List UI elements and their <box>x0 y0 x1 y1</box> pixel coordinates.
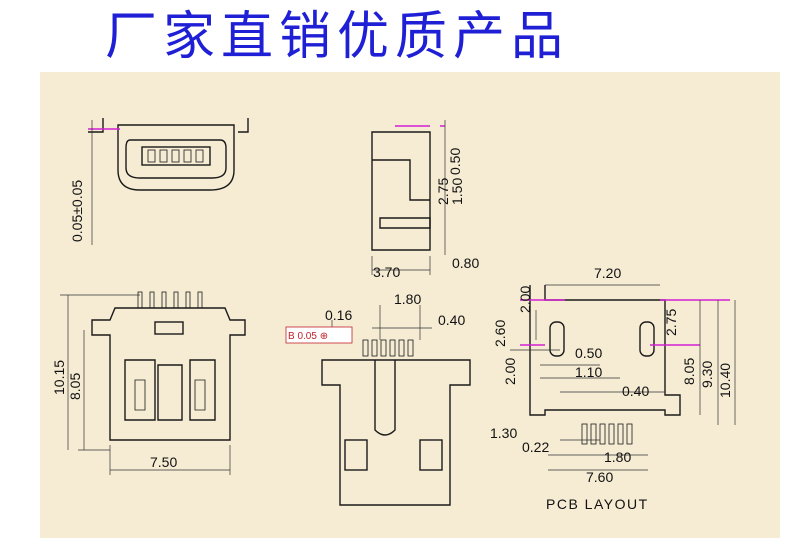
front-pins <box>147 149 204 163</box>
pcb-dim-200b: 2.00 <box>502 358 518 385</box>
bottom-dim-016: 0.16 <box>325 307 352 323</box>
top-dim-805: 8.05 <box>67 373 83 400</box>
top-view: 10.15 8.05 7.50 <box>51 291 246 475</box>
side-dim-080: 0.80 <box>452 255 479 271</box>
pcb-dim-930: 9.30 <box>699 361 715 388</box>
bottom-tolerance-box: B 0.05 ⊕ <box>288 331 328 342</box>
top-dim-750: 7.50 <box>150 454 177 470</box>
bottom-pins <box>362 339 414 357</box>
pcb-dim-1040: 10.40 <box>717 363 733 398</box>
pcb-dim-260: 2.60 <box>492 320 508 347</box>
pcb-dim-040: 0.40 <box>622 383 649 399</box>
side-dim-370: 3.70 <box>373 264 400 280</box>
pcb-dim-720: 7.20 <box>594 265 621 281</box>
pcb-dim-050: 0.50 <box>575 345 602 361</box>
pcb-dim-760: 7.60 <box>586 469 613 485</box>
pcb-dim-022: 0.22 <box>522 439 549 455</box>
pcb-pads <box>581 423 633 445</box>
side-dim-150: 1.50 <box>449 178 465 205</box>
pcb-layout-view: 7.20 2.00 2.75 2.60 0.50 1.10 2.00 0.40 … <box>490 265 736 512</box>
pcb-dim-200a: 2.00 <box>517 286 533 313</box>
pcb-caption: PCB LAYOUT <box>546 496 649 512</box>
pcb-dim-805: 8.05 <box>681 358 697 385</box>
side-dim-050: 0.50 <box>447 148 463 175</box>
top-dim-1015: 10.15 <box>51 360 67 395</box>
pcb-dim-180: 1.80 <box>604 449 631 465</box>
front-view: 0.05±0.05 <box>69 118 249 245</box>
bottom-dim-180: 1.80 <box>394 291 421 307</box>
bottom-dim-040: 0.40 <box>438 312 465 328</box>
pcb-dim-130: 1.30 <box>490 425 517 441</box>
pcb-dim-110: 1.10 <box>575 364 602 380</box>
side-dim-275: 2.75 <box>435 178 451 205</box>
top-pins <box>137 291 203 309</box>
banner: 厂家直销优质产品 <box>0 0 800 80</box>
bottom-view: B 0.05 ⊕ 0.16 1.80 0.40 <box>285 291 471 506</box>
banner-title: 厂家直销优质产品 <box>105 7 570 67</box>
front-tolerance-label: 0.05±0.05 <box>69 180 85 242</box>
pcb-dim-275: 2.75 <box>663 309 679 336</box>
side-view: 0.50 2.75 1.50 3.70 0.80 <box>371 120 479 280</box>
